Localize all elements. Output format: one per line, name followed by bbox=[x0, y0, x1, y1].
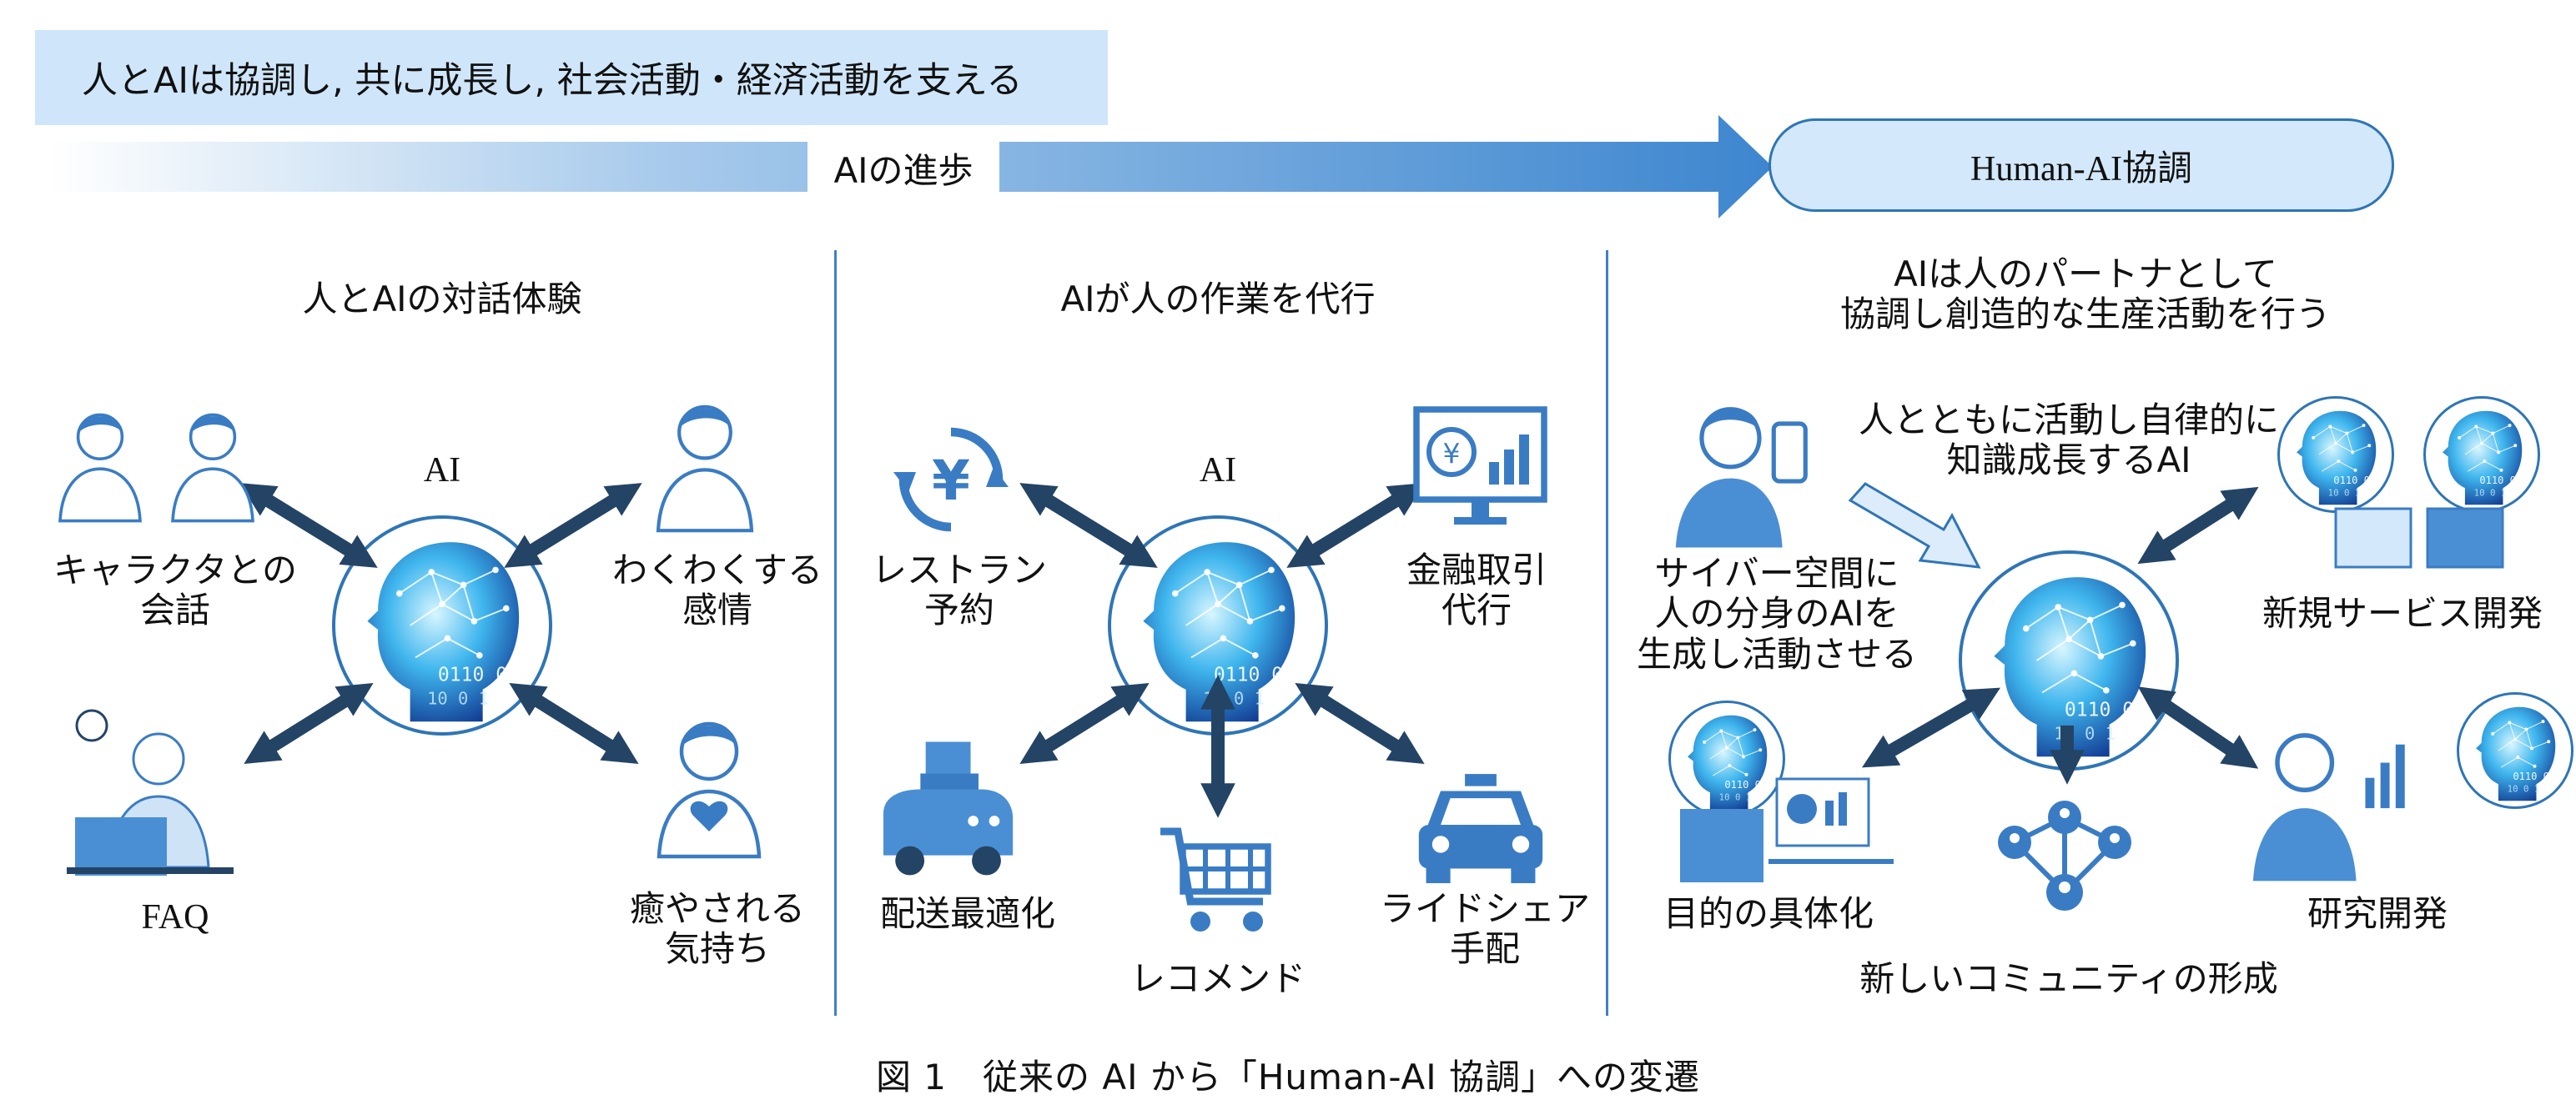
label-cyber-avatar: サイバー空間に 人の分身のAIを 生成し活動させる bbox=[1636, 553, 1917, 675]
person-headset-icon bbox=[163, 400, 263, 525]
researcher-chart-icon bbox=[2252, 733, 2405, 881]
label-rideshare: ライドシェア 手配 bbox=[1379, 888, 1590, 970]
label-recommendation: レコメンド bbox=[1130, 958, 1306, 999]
label-faq: FAQ bbox=[141, 898, 209, 937]
figure-caption: 図 1 従来の AI から「Human-AI 協調」への変遷 bbox=[875, 1057, 1701, 1097]
person-desk-icon bbox=[1680, 777, 1894, 882]
section-title-2: AIが人の作業を代行 bbox=[1060, 279, 1376, 319]
svg-text:¥: ¥ bbox=[932, 449, 970, 513]
label-financial-trading: 金融取引 代行 bbox=[1406, 550, 1547, 631]
svg-text:¥: ¥ bbox=[1443, 438, 1461, 470]
section-divider-2 bbox=[1606, 250, 1608, 1016]
label-character-chat: キャラクタとの 会話 bbox=[53, 550, 297, 631]
community-network-icon bbox=[1998, 801, 2131, 911]
banner-text: 人とAIは協調し, 共に成長し, 社会活動・経済活動を支える bbox=[82, 60, 1023, 102]
progress-label: AIの進歩 bbox=[808, 138, 999, 197]
label-new-community: 新しいコミュニティの形成 bbox=[1859, 958, 2278, 999]
ai-label-1: AI bbox=[423, 451, 461, 490]
top-banner: 人とAIは協調し, 共に成長し, 社会活動・経済活動を支える bbox=[35, 30, 1108, 125]
section-divider-1 bbox=[834, 250, 837, 1016]
person-smartphone-icon bbox=[1675, 407, 1808, 548]
small-ai-head-2 bbox=[2423, 396, 2540, 513]
taxi-icon bbox=[1418, 774, 1543, 883]
label-delivery-optimization: 配送最適化 bbox=[879, 893, 1055, 934]
delivery-robot-icon bbox=[883, 741, 1014, 876]
label-autonomous-ai: 人とともに活動し自律的に 知識成長するAI bbox=[1858, 399, 2279, 481]
section-title-1: 人とAIの対話体験 bbox=[302, 279, 582, 319]
label-healing: 癒やされる 気持ち bbox=[629, 888, 805, 970]
collaborating-people-icon bbox=[2334, 507, 2504, 569]
ai-label-2: AI bbox=[1199, 451, 1237, 490]
label-excitement: わくわくする 感情 bbox=[611, 550, 823, 631]
section-title-3: AIは人のパートナとして 協調し創造的な生産活動を行う bbox=[1839, 254, 2331, 335]
yen-exchange-icon: ¥ bbox=[893, 427, 1009, 532]
small-ai-head-4 bbox=[2457, 692, 2573, 809]
small-ai-head-1 bbox=[2277, 396, 2394, 513]
label-new-service: 新規サービス開発 bbox=[2262, 593, 2543, 634]
goal-text: Human-AI協調 bbox=[1970, 149, 2192, 188]
shopping-cart-icon bbox=[1160, 827, 1271, 932]
worried-person-laptop-icon bbox=[67, 709, 234, 876]
small-ai-head-3 bbox=[1668, 701, 1785, 817]
financial-monitor-icon: ¥ bbox=[1413, 406, 1547, 525]
person-smiling-icon bbox=[50, 400, 150, 525]
person-excited-icon bbox=[647, 392, 763, 534]
person-heart-icon bbox=[647, 709, 772, 859]
label-goal-concretization: 目的の具体化 bbox=[1663, 893, 1874, 934]
label-restaurant-booking: レストラン 予約 bbox=[871, 550, 1047, 631]
goal-pill: Human-AI協調 bbox=[1768, 118, 2394, 212]
label-research: 研究開発 bbox=[2307, 893, 2448, 934]
